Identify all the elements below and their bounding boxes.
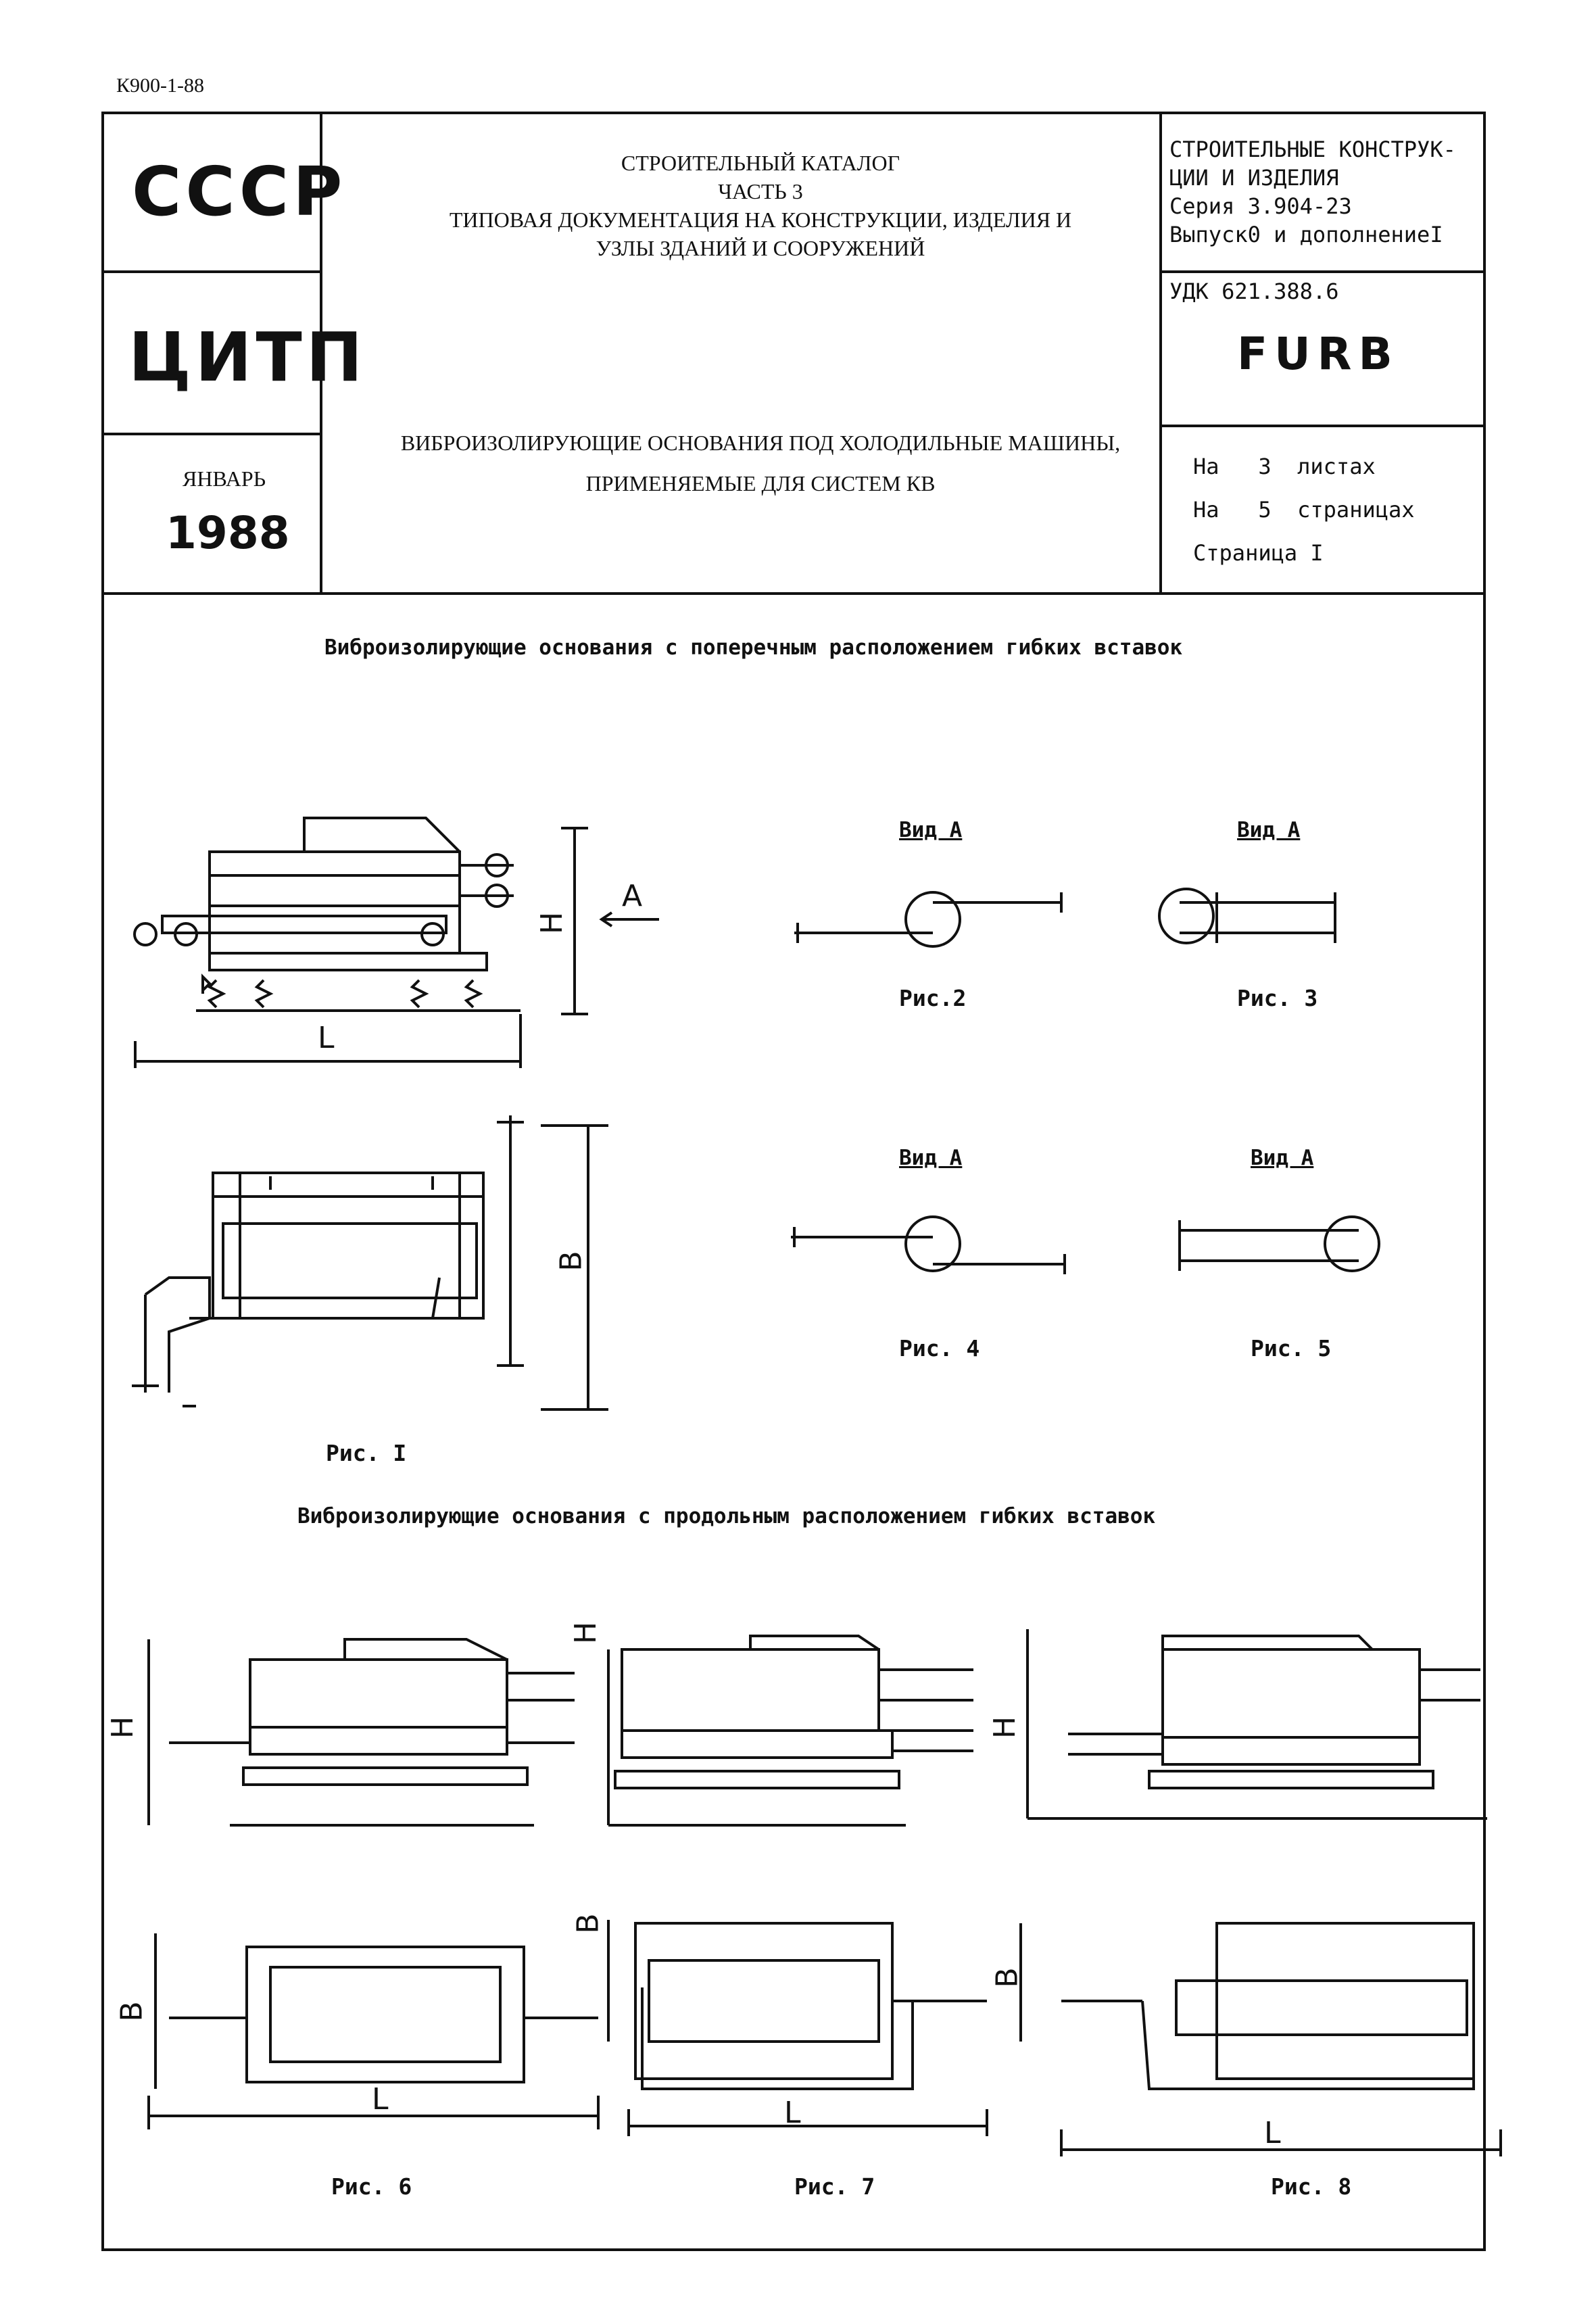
page-number: Страница I (1193, 540, 1324, 566)
caption-fig3: Рис. 3 (1237, 985, 1318, 1011)
caption-fig2: Рис.2 (899, 985, 967, 1011)
dim-B-fig8: В (990, 1967, 1025, 1988)
udk-label: УДК 621.388.6 (1169, 279, 1339, 304)
caption-fig5: Рис. 5 (1251, 1335, 1332, 1361)
fig3-view (1158, 888, 1336, 944)
pages-word: страницах (1297, 497, 1415, 523)
sheets-info: На 3 листах На 5 страницах Страница I (1193, 445, 1415, 575)
title-line: ВИБРОИЗОЛИРУЮЩИЕ ОСНОВАНИЯ ПОД ХОЛОДИЛЬН… (400, 431, 1121, 455)
page-frame (101, 112, 1486, 2251)
series-info: СТРОИТЕЛЬНЫЕ КОНСТРУК- ЦИИ И ИЗДЕЛИЯ Сер… (1169, 135, 1456, 249)
citp-label: ЦИТП (128, 318, 367, 397)
month-label: ЯНВАРЬ (183, 466, 266, 491)
dim-H-fig1: Н (535, 911, 570, 935)
right-divider-1 (1159, 270, 1486, 273)
title-line: ПРИМЕНЯЕМЫЕ ДЛЯ СИСТЕМ КВ (585, 471, 936, 496)
fig7-elevation (607, 1635, 973, 1827)
dim-L-fig1: L (318, 1021, 335, 1055)
caption-fig4: Рис. 4 (899, 1335, 980, 1361)
document-code: К900-1-88 (116, 74, 204, 97)
title-block-bottom (101, 592, 1486, 595)
caption-fig1: Рис. I (326, 1440, 407, 1466)
year-label: 1988 (166, 507, 290, 559)
sheets-count: 3 (1258, 454, 1272, 479)
left-divider-1 (101, 270, 320, 273)
sheets-word: листах (1297, 454, 1376, 479)
caption-fig6: Рис. 6 (331, 2173, 412, 2200)
pages-count: 5 (1258, 497, 1272, 523)
series-line: ЦИИ И ИЗДЕЛИЯ (1169, 165, 1339, 191)
dim-H-fig7: Н (569, 1621, 604, 1645)
view-a-label-fig2: Вид А (899, 818, 963, 842)
fig7-plan (607, 1920, 988, 2136)
fig1-elevation (133, 817, 659, 1068)
dim-H-fig6: Н (105, 1716, 141, 1739)
on-label: На (1193, 497, 1219, 523)
fig1-plan (132, 1115, 608, 1411)
dim-L-fig8: L (1264, 2116, 1281, 2150)
fig5-view (1178, 1215, 1380, 1272)
dim-L-fig7: L (784, 2096, 801, 2130)
fig4-view (791, 1215, 1066, 1274)
fig6-elevation (147, 1638, 575, 1827)
fig6-plan (147, 1933, 600, 2129)
catalog-line: СТРОИТЕЛЬНЫЙ КАТАЛОГ (621, 151, 900, 175)
view-a-label-fig3: Вид А (1237, 818, 1301, 842)
title-divider-right (1159, 112, 1162, 595)
left-divider-2 (101, 433, 320, 435)
series-line: Выпуск0 и дополнениеI (1169, 222, 1443, 247)
caption-fig7: Рис. 7 (794, 2173, 875, 2200)
right-divider-2 (1159, 425, 1486, 427)
dim-H-fig8: Н (988, 1716, 1023, 1739)
view-a-label-fig4: Вид А (899, 1146, 963, 1170)
series-line: Серия 3.904-23 (1169, 193, 1352, 219)
document-title: ВИБРОИЗОЛИРУЮЩИЕ ОСНОВАНИЯ ПОД ХОЛОДИЛЬН… (379, 423, 1142, 504)
dim-L-fig6: L (372, 2082, 389, 2117)
ussr-label: СССР (132, 152, 347, 231)
section-title-longitudinal: Виброизолирующие основания с продольным … (297, 1504, 1156, 1528)
dim-B-fig7: В (571, 1913, 606, 1934)
view-arrow-label: А (622, 879, 643, 913)
dim-B-fig1: В (554, 1251, 589, 1272)
dim-B-fig6: В (114, 2001, 149, 2022)
on-label: На (1193, 454, 1219, 479)
series-line: СТРОИТЕЛЬНЫЕ КОНСТРУК- (1169, 137, 1456, 162)
catalog-line: ЧАСТЬ 3 (718, 179, 803, 203)
fig8-elevation (1026, 1629, 1487, 1820)
fig2-view (794, 891, 1063, 948)
title-divider-left (320, 112, 322, 595)
section-title-transverse: Виброизолирующие основания с поперечным … (324, 635, 1183, 660)
view-a-label-fig5: Вид А (1251, 1146, 1314, 1170)
catalog-heading: СТРОИТЕЛЬНЫЙ КАТАЛОГ ЧАСТЬ 3 ТИПОВАЯ ДОК… (379, 149, 1142, 262)
caption-fig8: Рис. 8 (1271, 2173, 1352, 2200)
catalog-line: ТИПОВАЯ ДОКУМЕНТАЦИЯ НА КОНСТРУКЦИИ, ИЗД… (449, 208, 1072, 232)
fig8-plan (1019, 1922, 1502, 2156)
furb-code: FURB (1237, 328, 1399, 380)
catalog-line: УЗЛЫ ЗДАНИЙ И СООРУЖЕНИЙ (596, 236, 925, 260)
